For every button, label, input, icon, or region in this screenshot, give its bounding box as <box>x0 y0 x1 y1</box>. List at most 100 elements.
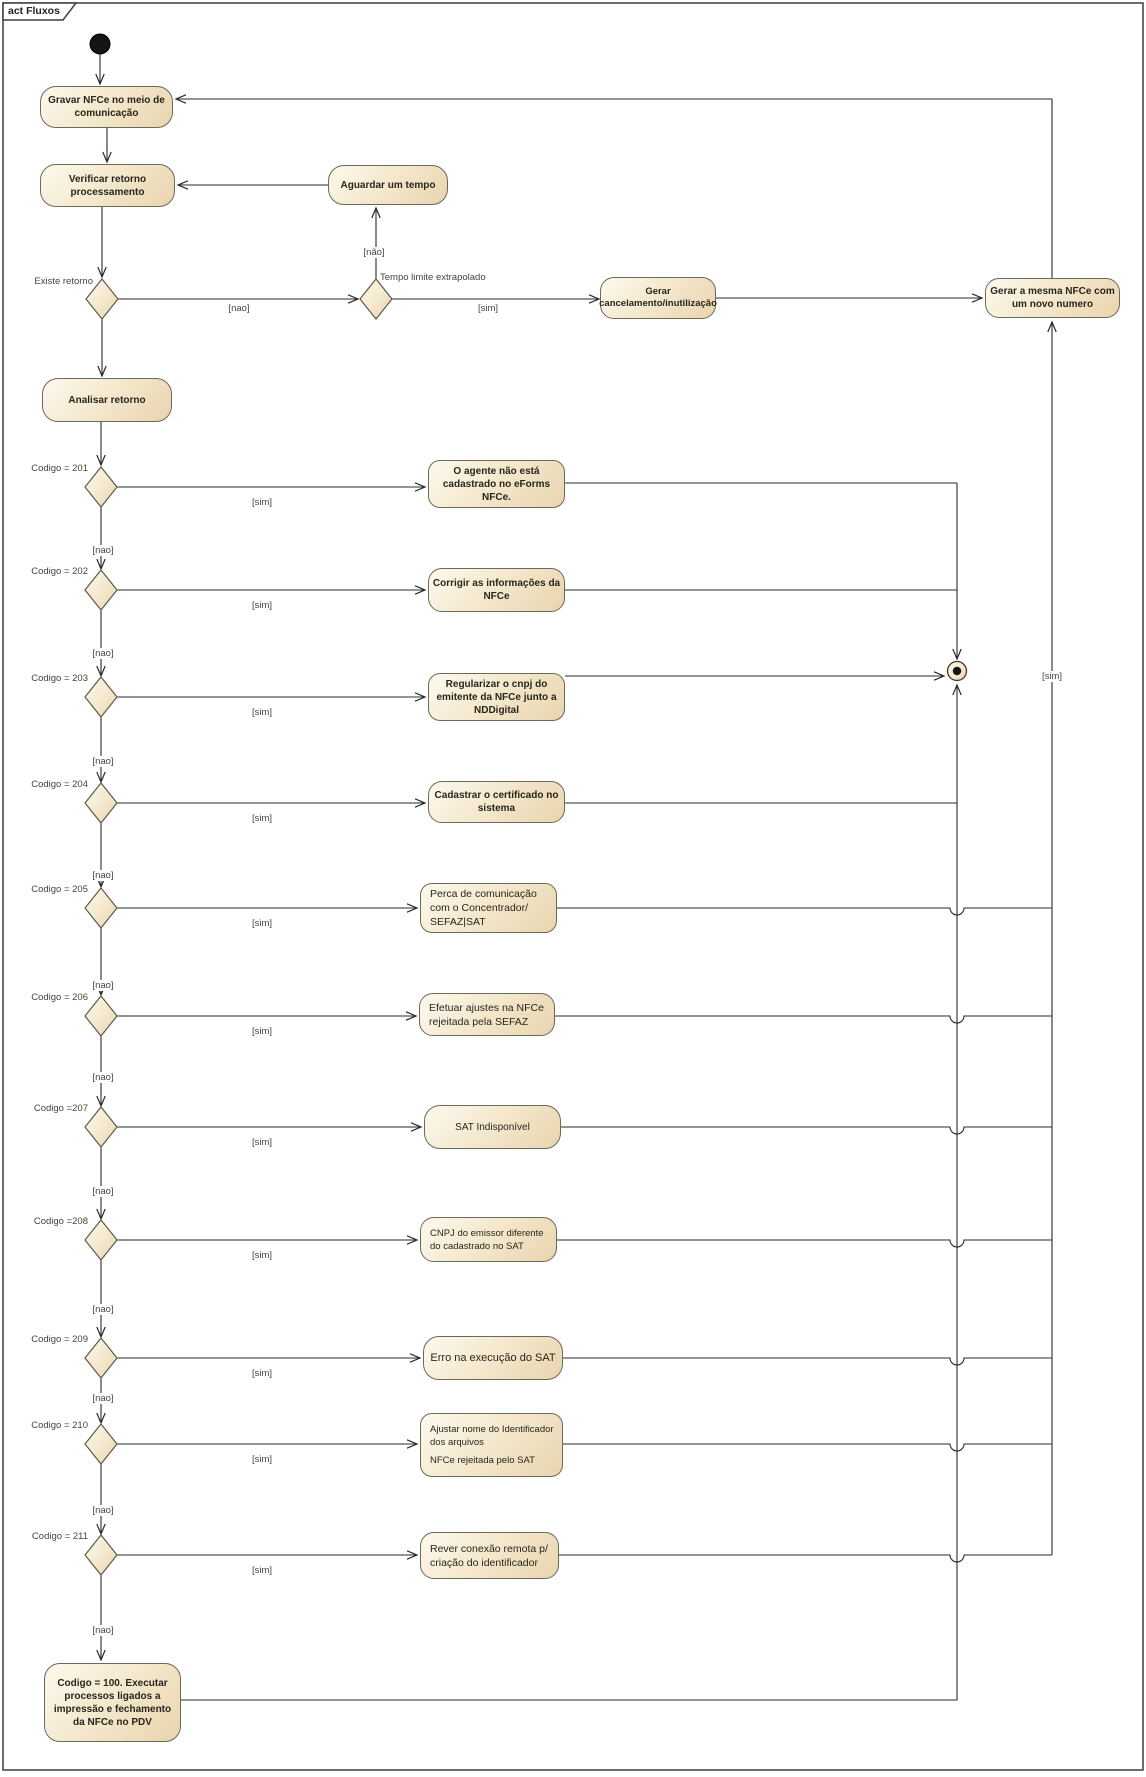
edge-label-nao-207: [nao] <box>90 1186 116 1197</box>
activity-verificar-line: Verificar retorno <box>68 173 147 185</box>
label-codigo-210: Codigo = 210 <box>31 1420 88 1431</box>
activity-codigo-100-line: da NFCe no PDV <box>73 1716 152 1728</box>
decision-codigo-205 <box>84 887 118 929</box>
label-codigo-201: Codigo = 201 <box>31 463 88 474</box>
action-207: SAT Indisponível <box>424 1105 561 1149</box>
edge-label-sim-201: [sim] <box>251 497 273 508</box>
action-206: Efetuar ajustes na NFCe rejeitada pela S… <box>419 993 555 1036</box>
action-201-line: cadastrado no eForms <box>442 478 551 490</box>
activity-aguardar-tempo: Aguardar um tempo <box>328 165 448 205</box>
label-codigo-203: Codigo = 203 <box>31 673 88 684</box>
decision-codigo-211 <box>84 1534 118 1576</box>
edge-label-sim-204: [sim] <box>251 813 273 824</box>
edge-box206-merge <box>555 1015 1052 1024</box>
edge-label-sim-202: [sim] <box>251 600 273 611</box>
decision-codigo-201 <box>84 466 118 508</box>
action-208-line: CNPJ do emissor diferente <box>430 1227 544 1239</box>
edge-codigo100-up-to-final <box>181 683 962 1701</box>
edge-label-sim-tempo: [sim] <box>477 303 499 314</box>
action-205-line: Perca de comunicação <box>430 888 537 900</box>
action-211-line: criação do identificador <box>430 1556 538 1569</box>
activity-gravar-line: Gravar NFCe no meio de <box>48 95 165 106</box>
decision-tempo-limite <box>359 278 393 320</box>
action-202: Corrigir as informações da NFCe <box>428 568 565 612</box>
edge-label-nao-210: [nao] <box>90 1505 116 1516</box>
action-205-line: SEFAZ|SAT <box>430 916 486 928</box>
action-201-line: O agente não está <box>453 465 540 477</box>
activity-final-dot <box>952 666 962 676</box>
decision-codigo-202 <box>84 569 118 611</box>
edge-label-nao-202: [nao] <box>90 648 116 659</box>
edge-label-nao-existe: [nao] <box>228 303 250 314</box>
edge-label-sim-207: [sim] <box>251 1137 273 1148</box>
activity-gerar-cancelamento: Gerar cancelamento/inutilização <box>599 277 717 319</box>
action-208-line: do cadastrado no SAT <box>430 1240 524 1252</box>
edge-label-nao-204: [nao] <box>90 870 116 881</box>
edge-label-sim-203: [sim] <box>251 707 273 718</box>
activity-gerar-cancelamento-line: cancelamento/inutilização <box>599 298 717 309</box>
action-211: Rever conexão remota p/ criação do ident… <box>420 1532 559 1579</box>
action-201-line: NFCe. <box>482 491 511 503</box>
action-203-line: NDDigital <box>474 704 519 716</box>
edge-label-nao-209: [nao] <box>90 1393 116 1404</box>
activity-gravar-line: comunicação <box>74 108 139 119</box>
label-codigo-211: Codigo = 211 <box>31 1531 88 1542</box>
action-204-line: Cadastrar o certificado no <box>434 790 559 801</box>
edge-box207-merge <box>561 1126 1052 1135</box>
decision-codigo-210 <box>84 1423 118 1465</box>
edge-label-nao-206: [nao] <box>90 1072 116 1083</box>
edge-gerarmesma-to-gravar <box>174 94 1053 278</box>
action-207-line: SAT Indisponível <box>455 1121 530 1133</box>
activity-analisar-line: Analisar retorno <box>68 394 146 406</box>
label-codigo-209: Codigo = 209 <box>31 1334 88 1345</box>
edge-box210-merge <box>563 1443 1052 1452</box>
activity-gerar-mesma-nfce: Gerar a mesma NFCe com um novo numero <box>985 278 1120 318</box>
decision-existe-retorno <box>85 278 119 320</box>
action-204: Cadastrar o certificado no sistema <box>428 781 565 823</box>
activity-gravar-nfce: Gravar NFCe no meio de comunicação <box>40 86 173 128</box>
edge-label-nao-211: [nao] <box>90 1625 116 1636</box>
activity-aguardar-line: Aguardar um tempo <box>340 179 436 191</box>
action-205-line: com o Concentrador/ <box>430 902 529 914</box>
decision-codigo-208 <box>84 1219 118 1261</box>
label-codigo-207: Codigo =207 <box>33 1103 88 1114</box>
edge-label-nao-208: [nao] <box>90 1304 116 1315</box>
label-tempo-limite: Tempo limite extrapolado <box>380 272 486 283</box>
edge-label-sim-211: [sim] <box>251 1565 273 1576</box>
decision-codigo-204 <box>84 782 118 824</box>
action-206-line: rejeitada pela SEFAZ <box>429 1015 529 1028</box>
edge-box211-merge <box>559 1554 1052 1563</box>
activity-codigo-100: Codigo = 100. Executar processos ligados… <box>44 1663 181 1742</box>
decision-codigo-209 <box>84 1337 118 1379</box>
edge-box208-merge <box>557 1239 1052 1248</box>
action-201: O agente não está cadastrado no eForms N… <box>428 460 565 508</box>
edge-label-sim-right: [sim] <box>1039 671 1065 682</box>
decision-codigo-206 <box>84 995 118 1037</box>
edge-label-sim-209: [sim] <box>251 1368 273 1379</box>
action-205: Perca de comunicação com o Concentrador/… <box>420 883 557 933</box>
edge-label-sim-206: [sim] <box>251 1026 273 1037</box>
action-209-line: Erro na execução do SAT <box>430 1351 556 1364</box>
action-203-line: emitente da NFCe junto a <box>436 691 557 703</box>
frame-tab-label: act Fluxos <box>8 5 60 17</box>
frame-tab-shape <box>2 2 78 21</box>
activity-gerar-mesma-line: Gerar a mesma NFCe com <box>990 286 1115 297</box>
action-206-line: Efetuar ajustes na NFCe <box>429 1001 544 1014</box>
action-209: Erro na execução do SAT <box>423 1336 563 1380</box>
label-codigo-204: Codigo = 204 <box>31 779 88 790</box>
activity-gerar-mesma-line: um novo numero <box>1011 299 1094 310</box>
activity-verificar-retorno: Verificar retorno processamento <box>40 164 175 207</box>
action-204-line: sistema <box>477 803 516 814</box>
edge-box205-merge <box>557 907 1052 916</box>
activity-codigo-100-line: processos ligados a <box>64 1690 161 1702</box>
action-203: Regularizar o cnpj do emitente da NFCe j… <box>428 673 565 721</box>
action-210-line: dos arquivos <box>430 1437 484 1448</box>
edge-label-nao-205: [nao] <box>90 980 116 991</box>
decision-codigo-207 <box>84 1106 118 1148</box>
activity-codigo-100-line: impressão e fechamento <box>53 1703 172 1715</box>
edge-label-nao-tempo: [não] <box>361 247 387 258</box>
action-210-line: Ajustar nome do Identificador <box>430 1424 554 1435</box>
action-210-line: NFCe rejeitada pelo SAT <box>430 1455 535 1466</box>
edge-label-nao-203: [nao] <box>90 756 116 767</box>
action-203-line: Regularizar o cnpj do <box>445 678 548 690</box>
